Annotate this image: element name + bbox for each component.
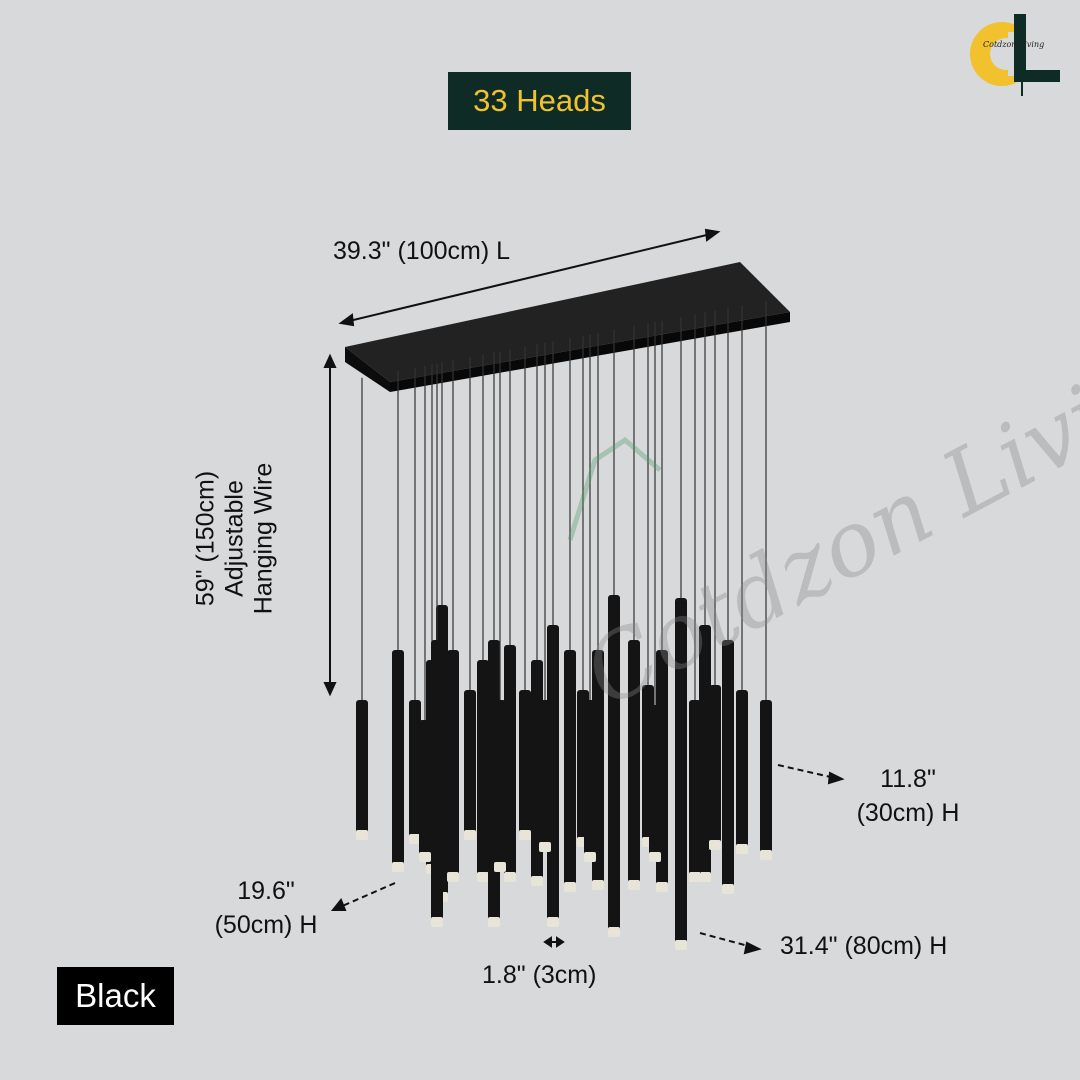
pendant-tube (447, 650, 459, 880)
mid-height-line2: (50cm) H (214, 911, 318, 939)
pendant-light (531, 876, 543, 886)
color-label: Black (75, 977, 156, 1014)
pendant-tube (608, 595, 620, 935)
length-label: 39.3" (100cm) L (333, 237, 511, 265)
svg-text:Cotdzon Living: Cotdzon Living (568, 312, 1080, 728)
pendant-tube (519, 690, 531, 838)
mid-height-label: 19.6" (50cm) H (196, 874, 336, 942)
length-arrow (344, 232, 716, 323)
diameter-arrow-head-left (543, 936, 552, 948)
wire-label-line1: 59" (150cm) (191, 470, 220, 607)
pendant-light (722, 884, 734, 894)
pendant-tube (699, 625, 711, 880)
pendant-tube (419, 720, 431, 860)
logo-l-foot (1014, 70, 1060, 82)
pendant-tube (709, 685, 721, 848)
mid-height-arrow (339, 882, 396, 908)
pendant-tube (584, 700, 596, 860)
pendant-tube (494, 700, 506, 870)
pendant-tube (477, 660, 489, 880)
short-height-label: 11.8" (30cm) H (838, 762, 978, 830)
pendant-light (447, 872, 459, 882)
pendant-light (689, 872, 701, 882)
pendant-light (392, 862, 404, 872)
pendant-light (477, 872, 489, 882)
wire-label-line3: Hanging Wire (249, 462, 278, 615)
heads-count-badge: 33 Heads (448, 72, 631, 130)
pendant-light (356, 830, 368, 840)
watermark: Cotdzon Living (567, 312, 1080, 728)
pendant-light (464, 830, 476, 840)
pendant-light (608, 927, 620, 937)
pendant-tube (628, 640, 640, 888)
heads-count-label: 33 Heads (473, 83, 606, 118)
pendant-group (356, 300, 772, 950)
pendant-light (504, 872, 516, 882)
pendant-tube (356, 700, 368, 838)
pendant-light (736, 844, 748, 854)
long-height-arrow-head (743, 941, 762, 955)
mid-height-line1: 19.6" (237, 877, 295, 905)
pendant-tube (392, 650, 404, 870)
short-height-arrow (777, 764, 836, 779)
long-height-arrow (699, 932, 753, 948)
pendant-light (656, 882, 668, 892)
length-arrow-head-left (338, 313, 355, 327)
pendant-light (675, 940, 687, 950)
pendant-light (488, 917, 500, 927)
pendant-light (649, 852, 661, 862)
pendant-tube (760, 700, 772, 858)
dimension-arrows (323, 228, 845, 955)
pendant-tube (675, 598, 687, 948)
pendant-tube (504, 645, 516, 880)
pendant-light (584, 852, 596, 862)
pendant-tube (736, 690, 748, 852)
pendant-light (519, 830, 531, 840)
pendant-tube (649, 705, 661, 860)
short-height-line2: (30cm) H (856, 799, 960, 827)
canopy-top (345, 262, 790, 382)
wire-arrow-head-top (323, 353, 337, 368)
logo-l-stem (1014, 14, 1026, 82)
wire-arrow-head-bottom (323, 682, 337, 697)
pendant-tube (431, 640, 443, 925)
pendant-light (709, 840, 721, 850)
length-arrow-head-right (704, 228, 721, 242)
pendant-light (547, 917, 559, 927)
pendant-tube (409, 700, 421, 842)
pendant-light (564, 882, 576, 892)
wire-length-label: 59" (150cm) Adjustable Hanging Wire (192, 429, 279, 649)
pendant-light (592, 880, 604, 890)
long-height-label: 31.4" (80cm) H (780, 932, 948, 960)
logo-text: Cotdzon Living (983, 40, 1045, 49)
pendant-light (699, 872, 711, 882)
pendant-light (628, 880, 640, 890)
diameter-label: 1.8" (3cm) (482, 961, 597, 989)
pendant-tube (722, 640, 734, 892)
color-badge: Black (57, 967, 174, 1025)
pendant-tube (564, 650, 576, 890)
pendant-light (539, 842, 551, 852)
mid-height-arrow-head (330, 898, 347, 911)
pendant-tube (464, 690, 476, 838)
brand-logo (970, 14, 1060, 96)
pendant-light (494, 862, 506, 872)
diameter-arrow-head-right (556, 936, 565, 948)
short-height-line1: 11.8" (880, 765, 936, 793)
canopy-front (345, 347, 390, 392)
pendant-light (419, 852, 431, 862)
pendant-light (431, 917, 443, 927)
pendant-tube (539, 700, 551, 850)
wire-label-line2: Adjustable (220, 480, 249, 597)
pendant-tube (689, 700, 701, 880)
pendant-light (409, 834, 421, 844)
short-height-arrow-head (827, 771, 845, 785)
pendant-light (760, 850, 772, 860)
